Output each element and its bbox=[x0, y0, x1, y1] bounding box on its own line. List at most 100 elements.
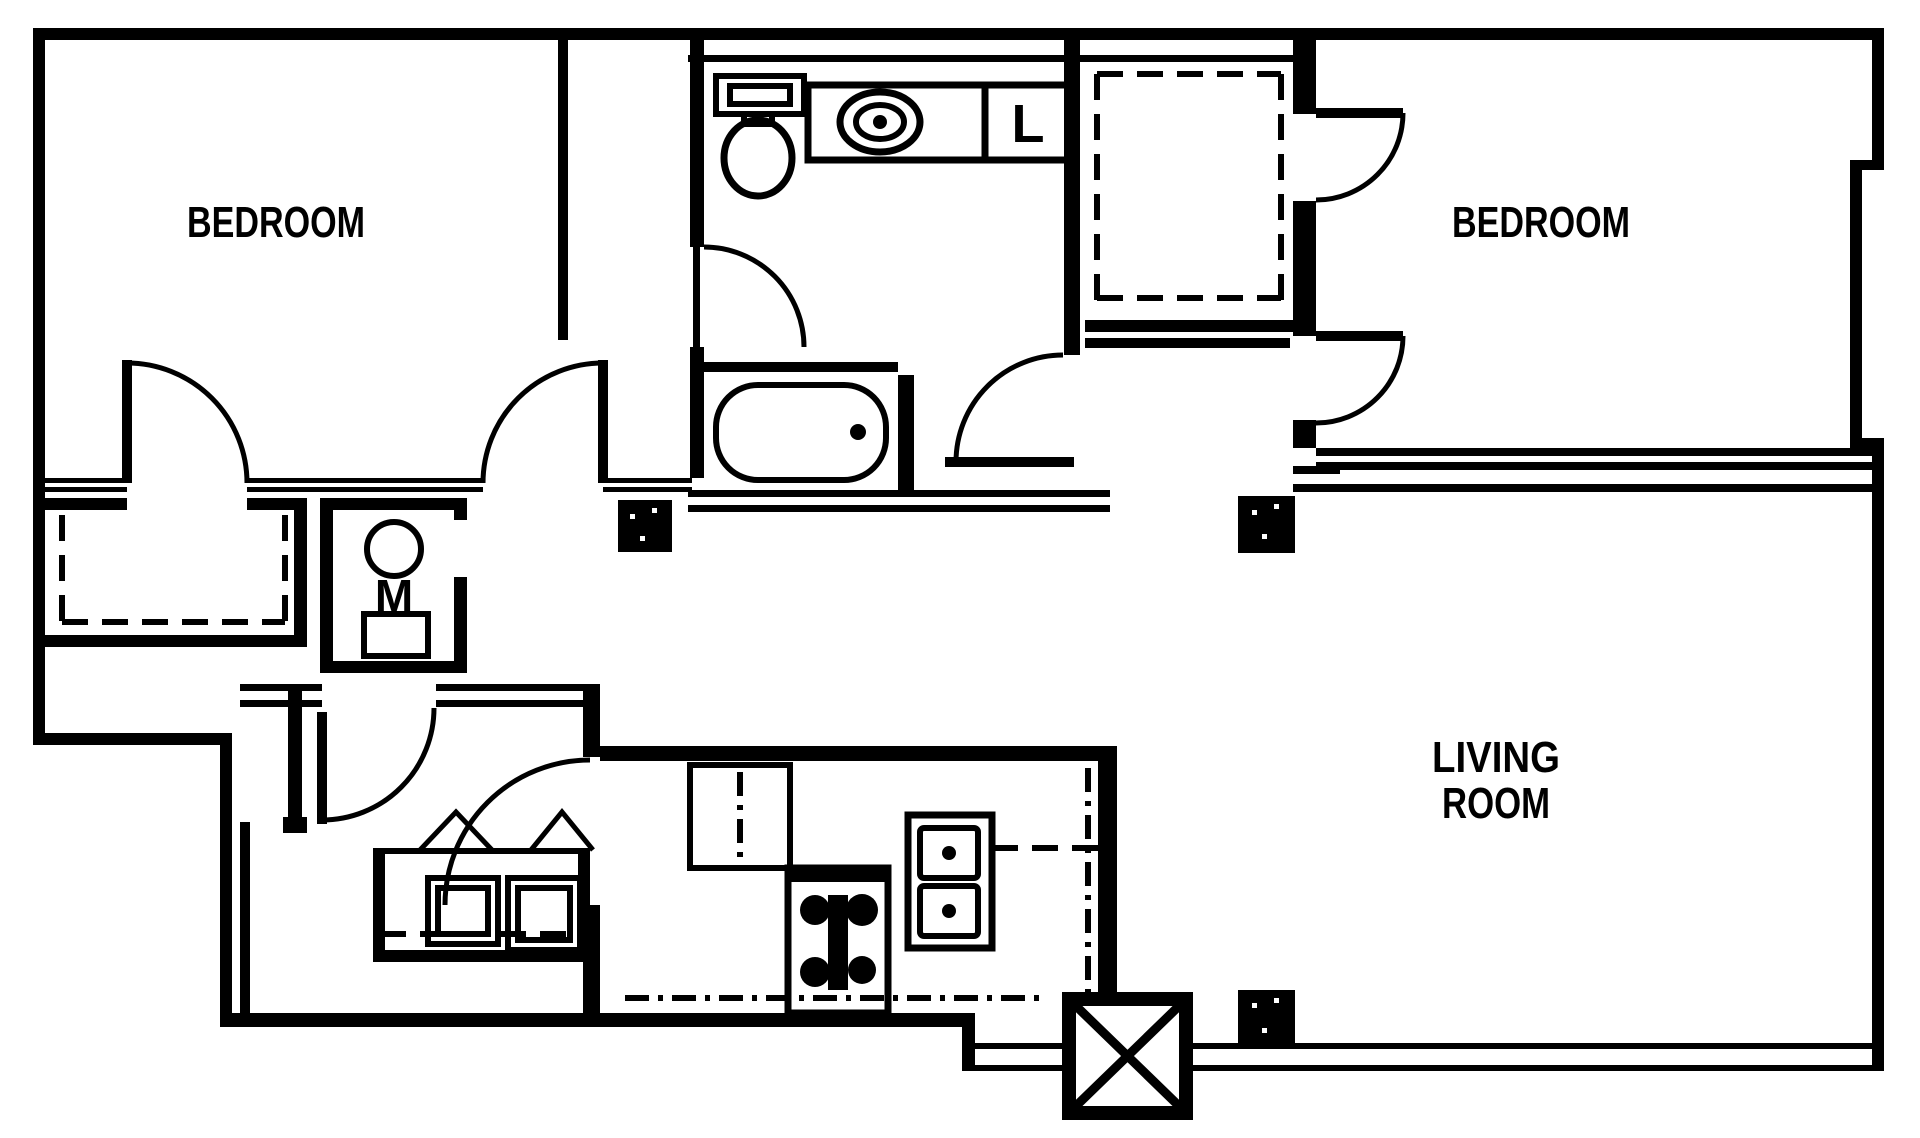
tub-ewall bbox=[898, 375, 914, 495]
wh-ewall bbox=[454, 577, 467, 673]
bedroom-left-door2-leaf bbox=[598, 360, 608, 483]
bathroom-west-door-swing bbox=[703, 244, 807, 348]
linen-closet: L bbox=[981, 81, 1075, 164]
pocket-swall bbox=[1293, 466, 1340, 474]
bed1-swall bbox=[247, 478, 483, 483]
hall-door-swing bbox=[321, 707, 437, 823]
living-room-label-line2: ROOM bbox=[1442, 779, 1550, 828]
pocket-swall bbox=[1293, 484, 1340, 492]
wall-step-down bbox=[220, 733, 232, 1027]
wh-swall bbox=[320, 661, 467, 673]
column-a bbox=[618, 500, 672, 552]
walk-in-closet bbox=[1085, 71, 1316, 348]
column-c bbox=[1238, 990, 1295, 1045]
closet-left-nwall bbox=[247, 498, 307, 510]
kitchen bbox=[583, 684, 1117, 1046]
linen-closet-label: L bbox=[1012, 94, 1045, 154]
bedroom-right: BEDROOM bbox=[1293, 40, 1884, 492]
double-sink bbox=[904, 811, 996, 952]
wall-right-notch-top bbox=[1850, 160, 1884, 170]
column-speckle bbox=[652, 508, 657, 513]
kitchen-wwall-lower bbox=[583, 905, 600, 1017]
entry-inner-wall bbox=[240, 822, 250, 1013]
shaft-x bbox=[1072, 1002, 1183, 1110]
washer bbox=[425, 875, 501, 947]
bedroom-left-door-swing bbox=[126, 360, 250, 484]
sink-basin-2 bbox=[917, 883, 981, 939]
bathtub-drain bbox=[850, 424, 866, 440]
toilet-bowl bbox=[720, 116, 796, 200]
hall-swall bbox=[240, 684, 322, 691]
living-room-label-line1: LIVING bbox=[1432, 733, 1560, 782]
wh-ewall bbox=[454, 498, 467, 520]
closet-door-leaf bbox=[1316, 108, 1403, 118]
reach-in-closet-shelving bbox=[59, 515, 288, 625]
vanity-sink-basin bbox=[853, 102, 907, 142]
range-backsplash bbox=[788, 868, 888, 882]
bedroom-right-door-leaf bbox=[1316, 331, 1403, 341]
exterior-walls bbox=[33, 28, 1884, 1071]
column-speckle bbox=[1274, 504, 1279, 509]
hall-swall bbox=[240, 700, 322, 707]
bed1-ewall bbox=[558, 40, 568, 340]
bath-wwall-upper bbox=[690, 40, 704, 247]
dryer-drum bbox=[515, 885, 573, 943]
kitchen-door-swing bbox=[442, 757, 591, 906]
column-speckle bbox=[1252, 1003, 1257, 1008]
closet-door-swing bbox=[1315, 112, 1406, 203]
burner bbox=[800, 957, 830, 987]
burner bbox=[846, 894, 878, 926]
bath-wwall-lower bbox=[690, 347, 704, 478]
bathtub-alcove bbox=[692, 362, 914, 495]
sink-drain-2 bbox=[942, 904, 956, 918]
bed2-wwall bbox=[1293, 40, 1316, 114]
bedroom-right-door-swing bbox=[1315, 335, 1406, 426]
burner bbox=[800, 895, 830, 925]
wall-left bbox=[33, 28, 45, 745]
mechanical-shaft bbox=[1062, 992, 1193, 1120]
column-speckle bbox=[1262, 1028, 1267, 1033]
bed1-swall bbox=[45, 478, 127, 483]
bathroom-east-door-swing bbox=[953, 352, 1064, 463]
bedroom-left: BEDROOM bbox=[45, 40, 692, 492]
bathroom: L bbox=[688, 40, 1312, 512]
column-speckle bbox=[640, 536, 645, 541]
bed2-wwall bbox=[1293, 420, 1316, 448]
closet-left-swall bbox=[40, 635, 307, 647]
bathtub bbox=[713, 382, 889, 483]
bed2-swall bbox=[1316, 448, 1884, 456]
column-speckle bbox=[1262, 534, 1267, 539]
column-speckle bbox=[1274, 998, 1279, 1003]
wh-nwall bbox=[320, 498, 467, 510]
range-stove bbox=[784, 864, 892, 1017]
column bbox=[618, 500, 672, 552]
column-b bbox=[1238, 496, 1295, 553]
entry-jamb bbox=[283, 817, 307, 833]
vanity bbox=[804, 81, 989, 164]
kitchen-nwall bbox=[600, 746, 1117, 761]
bifold-door-left bbox=[418, 808, 494, 852]
entry-wall bbox=[288, 690, 302, 817]
wall-right-notch-bottom bbox=[1850, 438, 1884, 448]
bed2-swall bbox=[1316, 462, 1884, 470]
wall-top bbox=[33, 28, 1884, 40]
wall-bottom-east-a bbox=[1188, 1043, 1884, 1049]
bath-inner-nwall bbox=[688, 55, 1312, 62]
bed1-swall bbox=[603, 487, 692, 492]
column bbox=[1238, 990, 1295, 1045]
tub-nwall bbox=[692, 362, 898, 372]
bed1-swall bbox=[247, 487, 483, 492]
wall-bottom-step bbox=[962, 1013, 975, 1071]
column-speckle bbox=[630, 514, 635, 519]
bed2-swall bbox=[1316, 484, 1884, 492]
bedroom-left-door-leaf bbox=[122, 360, 132, 483]
walk-in-closet-shelving bbox=[1094, 71, 1284, 301]
vanity-sink-drain bbox=[873, 115, 887, 129]
closet-left bbox=[40, 498, 307, 647]
bifold-door-right bbox=[529, 808, 595, 852]
linen-closet-box bbox=[981, 81, 1075, 164]
range-center bbox=[828, 895, 848, 990]
wall-step-left bbox=[33, 733, 232, 745]
